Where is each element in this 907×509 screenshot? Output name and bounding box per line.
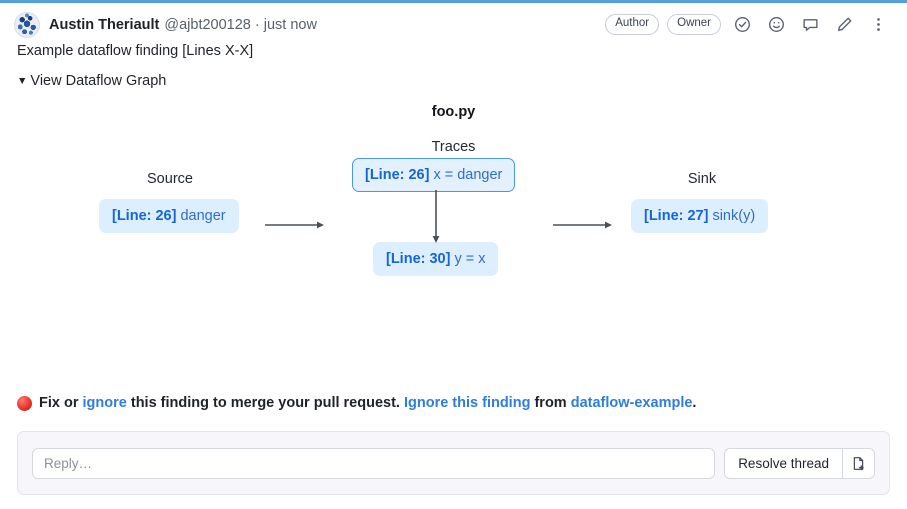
graph-source-label: Source <box>147 170 193 187</box>
node-line-number: [Line: 30] <box>386 250 451 267</box>
resolve-thread-button[interactable]: Resolve thread <box>724 447 842 479</box>
reply-actions: Resolve thread <box>724 447 875 479</box>
reply-container: Resolve thread <box>17 431 890 495</box>
reply-input[interactable] <box>32 447 716 479</box>
author-name[interactable]: Austin Theriault <box>49 16 160 33</box>
node-code: x = danger <box>433 166 503 183</box>
graph-traces-label: Traces <box>431 138 476 155</box>
comment-text: Example dataflow finding [Lines X-X] <box>17 43 254 59</box>
emoji-smiley-icon[interactable] <box>763 12 789 38</box>
node-line-number: [Line: 26] <box>365 166 430 183</box>
node-line-number: [Line: 26] <box>112 207 177 224</box>
avatar[interactable] <box>14 11 40 38</box>
kebab-menu-icon[interactable] <box>865 12 891 38</box>
graph-node-trace-1[interactable]: [Line: 26]x = danger <box>352 157 516 193</box>
view-dataflow-graph-label: View Dataflow Graph <box>30 72 167 89</box>
arrow-trace1-to-trace2-icon <box>428 189 444 244</box>
repo-link[interactable]: dataflow-example <box>570 395 693 411</box>
fix-prefix-text: Fix or <box>39 395 79 411</box>
fix-or-ignore-notice: Fix or ignore this finding to merge your… <box>17 395 696 411</box>
period-text: . <box>692 395 697 411</box>
check-circle-icon[interactable] <box>729 12 755 38</box>
graph-node-trace-2[interactable]: [Line: 30]y = x <box>373 241 499 277</box>
red-status-dot-icon <box>17 395 32 411</box>
ignore-this-finding-link[interactable]: Ignore this finding <box>403 395 531 411</box>
from-text: from <box>534 395 567 411</box>
fix-middle-text: this finding to merge your pull request. <box>130 395 400 411</box>
new-file-icon[interactable] <box>842 447 875 479</box>
graph-node-sink[interactable]: [Line: 27]sink(y) <box>631 198 769 234</box>
node-line-number: [Line: 27] <box>644 207 709 224</box>
dataflow-graph: foo.py Traces Source Sink [Line: 26]dang… <box>0 96 907 346</box>
arrow-trace-to-sink-icon <box>553 219 613 231</box>
arrow-source-to-trace-icon <box>265 219 325 231</box>
view-dataflow-graph-toggle[interactable]: ▼View Dataflow Graph <box>0 63 182 89</box>
author-handle-timestamp: @ajbt200128 · just now <box>164 16 317 33</box>
pencil-edit-icon[interactable] <box>831 12 857 38</box>
node-code: danger <box>180 207 226 224</box>
ignore-link[interactable]: ignore <box>82 395 127 411</box>
graph-sink-label: Sink <box>687 170 717 187</box>
comment-icon[interactable] <box>797 12 823 38</box>
chevron-down-icon: ▼ <box>17 74 28 87</box>
graph-file-title: foo.py <box>431 103 476 120</box>
node-code: sink(y) <box>712 207 756 224</box>
comment-header: Austin Theriault @ajbt200128 · just now … <box>0 3 907 38</box>
node-code: y = x <box>454 250 486 267</box>
badge-owner: Owner <box>667 14 721 35</box>
graph-node-source[interactable]: [Line: 26]danger <box>99 198 239 234</box>
badge-author: Author <box>605 14 660 35</box>
